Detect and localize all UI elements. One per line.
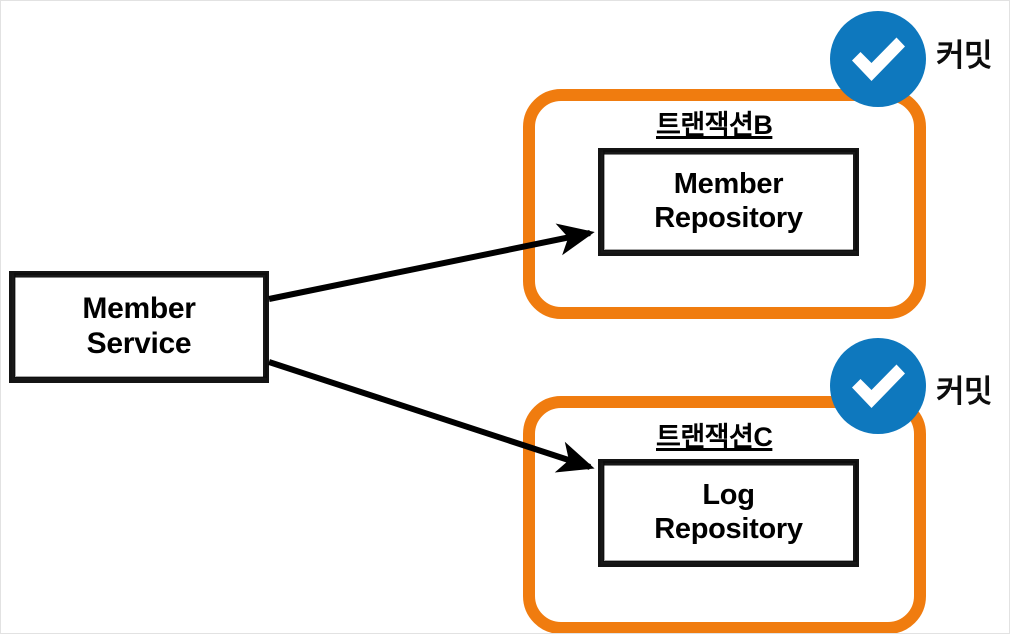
node-log-repository-label: Log Repository: [654, 479, 803, 545]
node-member-service: Member Service: [9, 271, 269, 383]
commit-label-b: 커밋: [936, 38, 993, 73]
node-member-repository-label: Member Repository: [654, 168, 803, 234]
node-log-repository: Log Repository: [598, 459, 859, 567]
transaction-b-title: 트랜잭션B: [656, 110, 773, 140]
commit-label-c: 커밋: [936, 374, 993, 409]
node-member-repository: Member Repository: [598, 148, 859, 256]
check-circle-icon: [830, 11, 926, 107]
check-circle-icon: [830, 338, 926, 434]
transaction-c-title: 트랜잭션C: [656, 422, 773, 452]
node-member-service-label: Member Service: [82, 292, 196, 360]
